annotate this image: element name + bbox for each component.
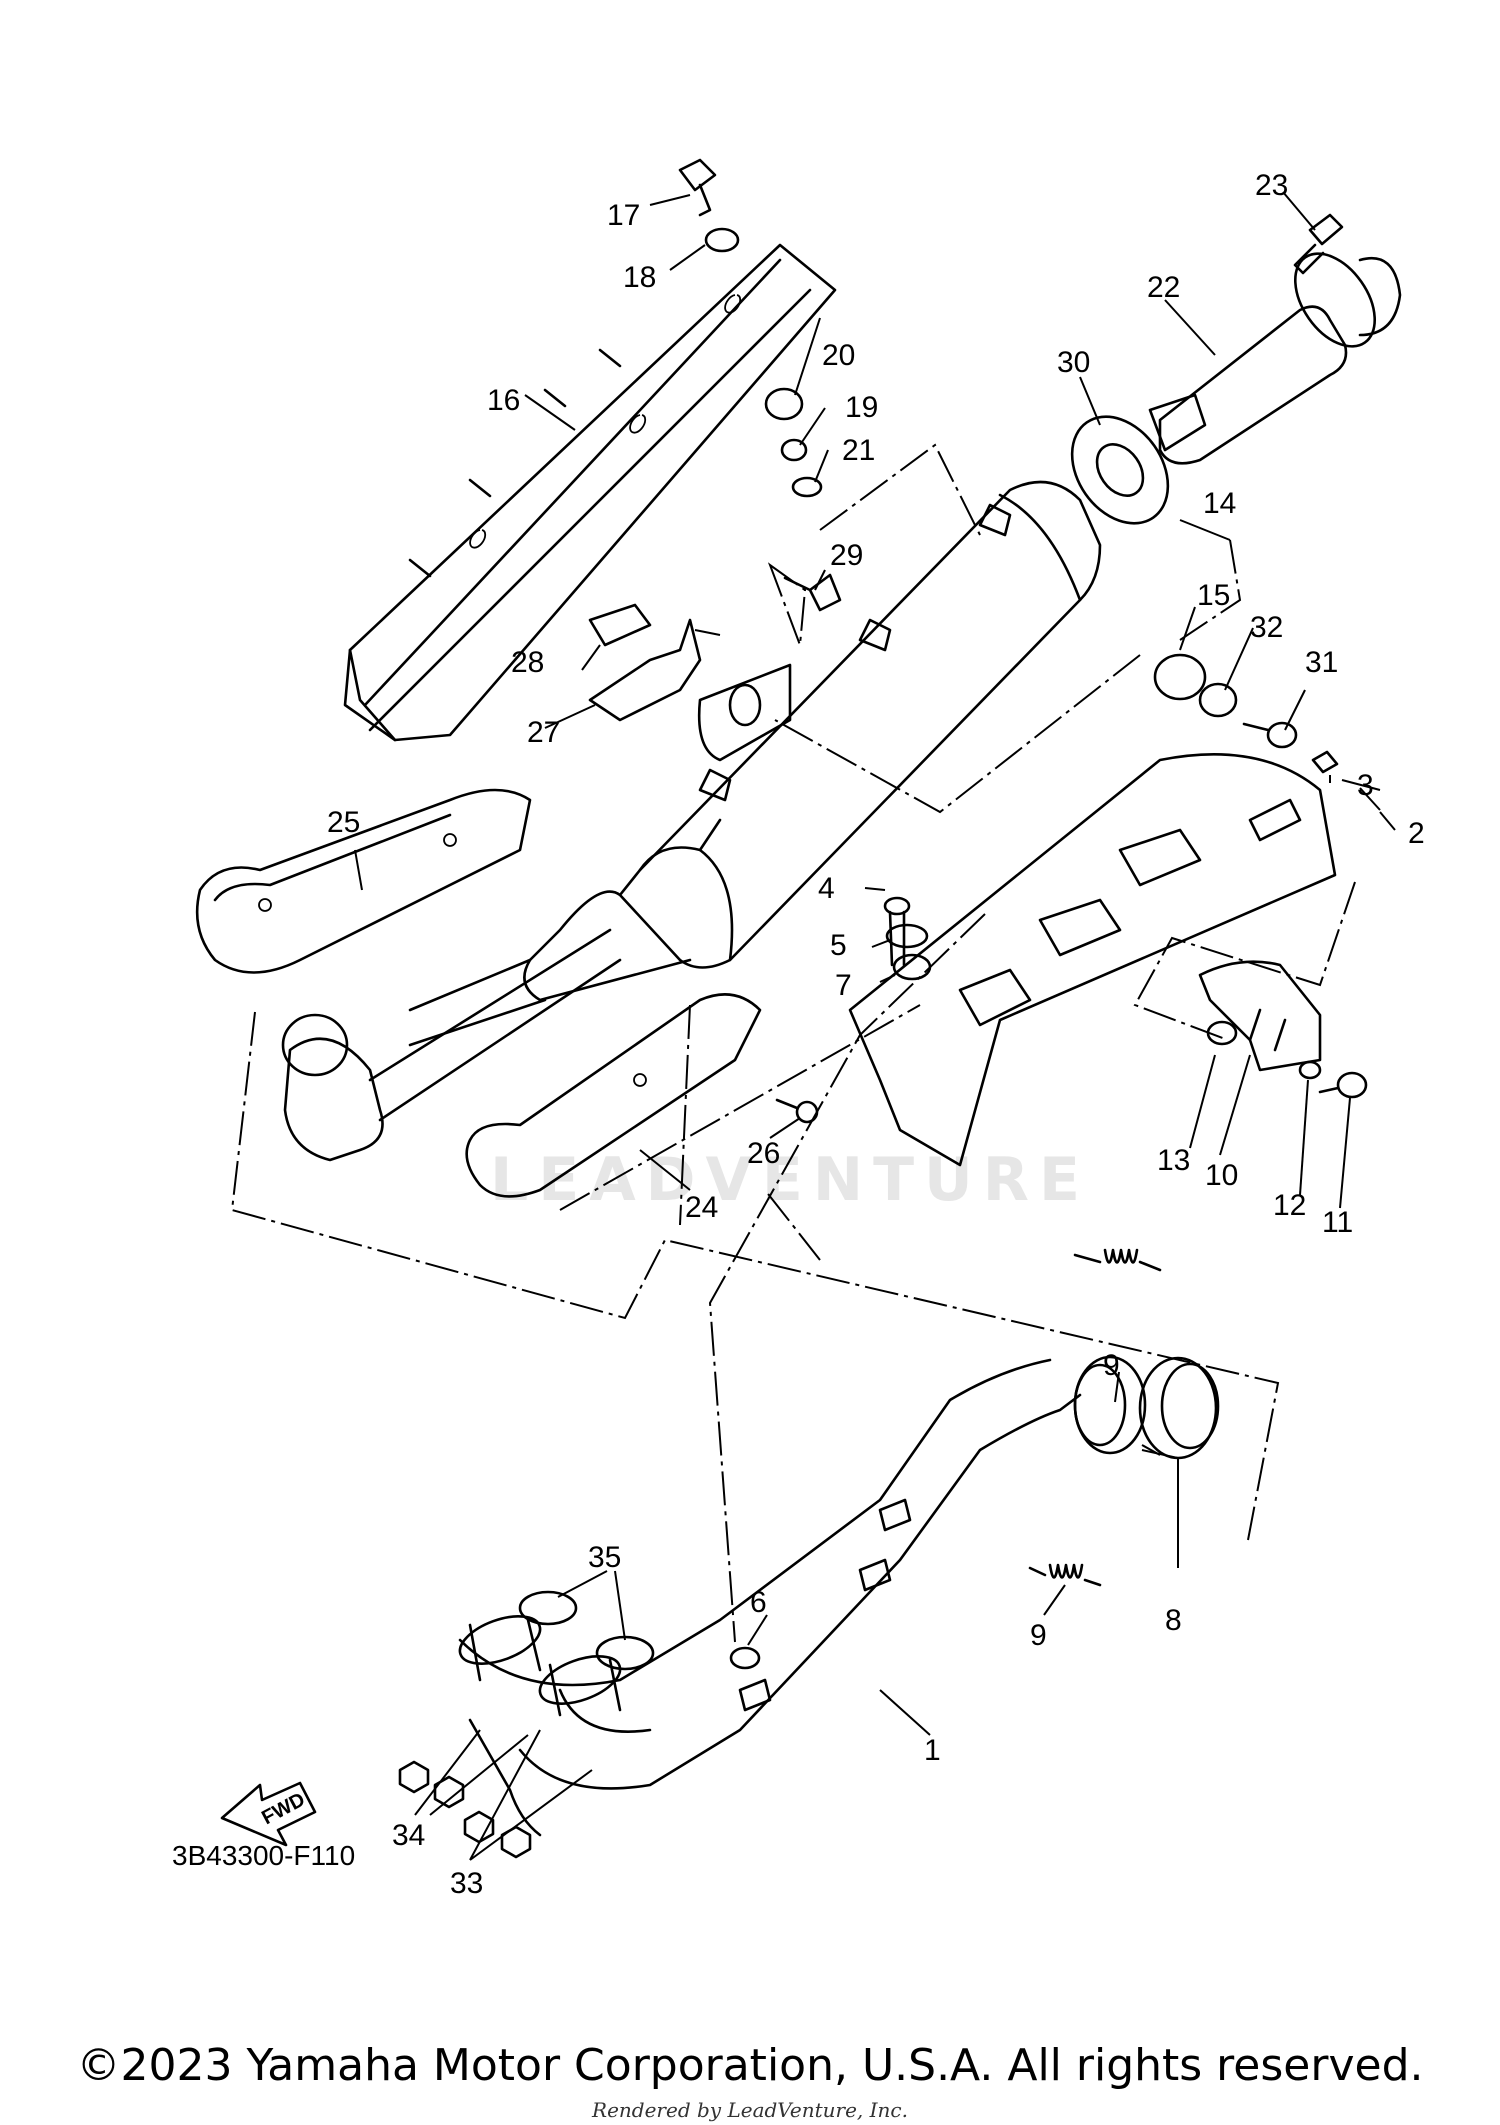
label-26: 26	[747, 1137, 780, 1170]
label-5: 5	[830, 929, 847, 962]
label-17: 17	[607, 199, 640, 232]
diagram-code: 3B43300-F110	[172, 1840, 356, 1871]
rendered-by-notice: Rendered by LeadVenture, Inc.	[592, 2098, 908, 2122]
label-35: 35	[588, 1541, 621, 1574]
label-8: 8	[1165, 1604, 1182, 1637]
label-34: 34	[392, 1819, 425, 1852]
part-labels: 17 18 16 20 19 21 23 22 30 14 29 15 32 3…	[327, 169, 1425, 1900]
assembly-lines	[230, 443, 1356, 1643]
label-6: 6	[750, 1586, 767, 1619]
muffler-assembly	[408, 480, 1102, 1047]
nut-34b	[433, 1775, 465, 1809]
label-31: 31	[1305, 646, 1338, 679]
label-16: 16	[487, 384, 520, 417]
label-21: 21	[842, 434, 875, 467]
bolt-11	[1318, 1071, 1368, 1099]
damper-15	[1153, 653, 1207, 701]
label-33: 33	[450, 1867, 483, 1900]
fwd-arrow-icon: FWD	[220, 1781, 317, 1847]
protector-24	[465, 993, 762, 1198]
washer-6	[729, 1646, 761, 1670]
label-13: 13	[1157, 1144, 1190, 1177]
label-15: 15	[1197, 579, 1230, 612]
spring-9-upper	[1073, 1248, 1162, 1272]
washer-18	[704, 227, 740, 253]
label-18: 18	[623, 261, 656, 294]
bolt-31	[1242, 721, 1298, 749]
label-23: 23	[1255, 169, 1288, 202]
washer-5	[885, 923, 929, 949]
heat-protector-16	[343, 243, 837, 742]
label-9-upper: 9	[1103, 1349, 1120, 1382]
label-10: 10	[1205, 1159, 1238, 1192]
heat-guard-2	[848, 752, 1337, 1167]
label-32: 32	[1250, 611, 1283, 644]
label-3: 3	[1357, 769, 1374, 802]
label-30: 30	[1057, 346, 1090, 379]
damper-28	[588, 603, 652, 647]
tail-pipe-22	[1148, 252, 1402, 465]
protector-25	[195, 788, 532, 974]
gasket-8	[1138, 1356, 1220, 1460]
washer-12	[1298, 1060, 1322, 1080]
screw-26	[775, 1098, 819, 1124]
label-1: 1	[924, 1734, 941, 1767]
label-25: 25	[327, 806, 360, 839]
label-9-lower: 9	[1030, 1619, 1047, 1652]
gasket-30	[1070, 415, 1170, 525]
inlet-pipe-upper	[281, 928, 622, 1162]
leader-lines	[354, 191, 1396, 1861]
bolt-29	[783, 573, 842, 612]
washer-32	[1198, 682, 1238, 718]
label-28: 28	[511, 646, 544, 679]
label-14: 14	[1203, 487, 1236, 520]
spring-9-lower	[1028, 1563, 1102, 1587]
label-12: 12	[1273, 1189, 1306, 1222]
label-11: 11	[1322, 1206, 1353, 1239]
gasket-35b	[595, 1635, 655, 1671]
bolt-23	[1293, 213, 1344, 275]
guard-10	[1198, 960, 1322, 1072]
label-4: 4	[818, 872, 835, 905]
bracket-27	[588, 618, 702, 722]
label-22: 22	[1147, 271, 1180, 304]
label-19: 19	[845, 391, 878, 424]
nut-3	[1311, 750, 1339, 774]
label-7: 7	[835, 969, 852, 1002]
gasket-35a	[518, 1590, 578, 1626]
grommet-20	[764, 387, 804, 421]
fwd-label: FWD	[258, 1789, 309, 1830]
watermark: LEADVENTURE	[490, 1145, 1090, 1215]
label-27: 27	[527, 716, 560, 749]
copyright-notice: ©2023 Yamaha Motor Corporation, U.S.A. A…	[76, 2040, 1424, 2091]
collar-19	[780, 438, 808, 462]
label-20: 20	[822, 339, 855, 372]
washer-21	[791, 476, 823, 498]
nut-33a	[463, 1810, 495, 1844]
label-29: 29	[830, 539, 863, 572]
nut-34a	[398, 1760, 430, 1794]
nut-33b	[500, 1825, 532, 1859]
label-24: 24	[685, 1191, 718, 1224]
label-2: 2	[1408, 817, 1425, 850]
bolt-17	[678, 158, 717, 217]
exhaust-pipe-1	[458, 1355, 1147, 1837]
